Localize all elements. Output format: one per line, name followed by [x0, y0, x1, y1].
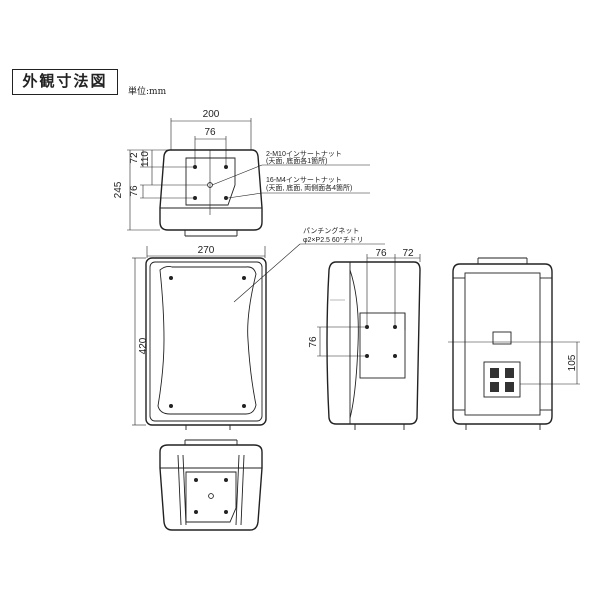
note-punch-line2: φ2×P2.5 60°チドリ [303, 236, 363, 244]
top-view-dimensions: 200 76 245 72 110 76 [113, 109, 252, 231]
dim-side-72: 72 [402, 248, 414, 259]
front-view-dimensions: 270 420 パンチングネット φ2×P2.5 60°チドリ [132, 226, 385, 426]
rear-view [448, 257, 580, 430]
unit-label: 単位:mm [128, 87, 167, 97]
dim-top-width: 200 [203, 109, 220, 120]
dim-top-72: 72 [129, 152, 140, 164]
drawing-title: 外観寸法図 [12, 69, 118, 95]
dim-front-width: 270 [198, 245, 215, 256]
dim-top-depth: 245 [113, 181, 124, 198]
top-view [159, 149, 263, 237]
side-view [326, 261, 421, 430]
note-m10-line2: (天面, 底面各1箇所) [266, 156, 327, 165]
dim-side-76: 76 [375, 248, 387, 259]
dim-rear-105: 105 [567, 354, 578, 371]
dim-top-110: 110 [140, 151, 151, 167]
note-m10-line1: 2-M10インサートナット [266, 150, 342, 158]
note-punch-line1: パンチングネット [303, 226, 359, 235]
rear-view-dimensions: 105 [520, 342, 580, 385]
front-view [145, 257, 267, 430]
note-m4-line2: (天面, 底面, 両側面各4箇所) [266, 183, 352, 192]
bottom-view [159, 439, 263, 531]
dim-top-hole-spacing: 76 [204, 127, 216, 138]
note-m4-line1: 16-M4インサートナット [266, 176, 342, 184]
side-view-dimensions: 76 72 76 [308, 248, 421, 357]
dim-front-height: 420 [138, 337, 149, 354]
top-view-notes: 2-M10インサートナット (天面, 底面各1箇所) 16-M4インサートナット… [211, 150, 370, 199]
dim-top-76v: 76 [129, 185, 140, 197]
dim-side-76v: 76 [308, 336, 319, 348]
